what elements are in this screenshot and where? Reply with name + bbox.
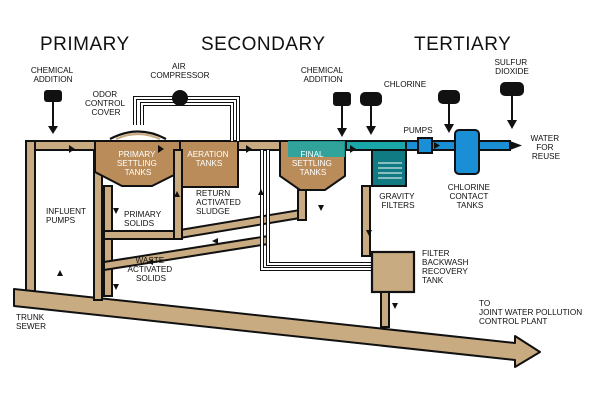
label-air-compressor: AIR COMPRESSOR (150, 62, 209, 80)
flow-arrow-down-icon (318, 205, 324, 211)
label-primary-solids: PRIMARY SOLIDS (124, 210, 163, 228)
flow-arrow-down-icon (113, 208, 119, 214)
pump-block (417, 137, 433, 154)
label-aeration-tanks: AERATION TANKS (187, 150, 231, 168)
flow-arrow-down-icon (366, 230, 372, 236)
label-primary-settling-tanks: PRIMARY SETTLING TANKS (117, 150, 159, 177)
label-sulfur-dioxide: SULFUR DIOXIDE (494, 58, 529, 76)
header-primary: PRIMARY (40, 34, 130, 55)
label-trunk-sewer: TRUNK SEWER (16, 313, 46, 331)
label-influent-pumps: INFLUENT PUMPS (46, 207, 88, 225)
flow-arrow-left-icon (147, 259, 153, 265)
final-settling-tank (279, 140, 346, 191)
label-waste-activated-solids: WASTE ACTIVATED SOLIDS (127, 256, 174, 283)
chlorine-contact-tank (454, 129, 480, 175)
flow-arrow-up-icon (174, 191, 180, 197)
flow-arrow-down-icon (392, 303, 398, 309)
backwash-line (260, 150, 372, 271)
label-water-for-reuse: WATER FOR REUSE (531, 134, 562, 161)
backwash-recovery-tank (370, 250, 416, 328)
water-for-reuse-arrow (510, 141, 522, 150)
label-odor-control-cover: ODOR CONTROL COVER (85, 90, 127, 117)
flow-arrow-right-icon (158, 145, 164, 153)
sulfur-dioxide-feed (500, 82, 524, 129)
label-return-activated-sludge: RETURN ACTIVATED SLUDGE (196, 189, 243, 216)
label-chemical-addition-2: CHEMICAL ADDITION (301, 66, 345, 84)
flow-arrow-up-icon (258, 189, 264, 195)
flow-arrows (57, 142, 440, 309)
final-tank-drain-pipe (297, 189, 307, 221)
flow-arrow-right-icon (350, 145, 356, 153)
label-pumps: PUMPS (403, 126, 433, 135)
label-to-joint-plant: TO JOINT WATER POLLUTION CONTROL PLANT (479, 299, 584, 326)
label-chlorine: CHLORINE (384, 80, 427, 89)
trunk-sewer-pipe (13, 288, 541, 368)
flow-arrow-right-icon (246, 145, 252, 153)
chlorine-feed-tertiary (438, 90, 460, 133)
header-secondary: SECONDARY (201, 34, 326, 55)
label-gravity-filters: GRAVITY FILTERS (379, 192, 416, 210)
label-chemical-addition-1: CHEMICAL ADDITION (31, 66, 75, 84)
filter-drain-pipe (361, 185, 371, 257)
label-chlorine-contact-tanks: CHLORINE CONTACT TANKS (448, 183, 493, 210)
label-filter-backwash-recovery-tank: FILTER BACKWASH RECOVERY TANK (422, 249, 471, 285)
chemical-feed-1 (44, 90, 62, 134)
chlorine-feed (360, 92, 382, 135)
flow-arrow-down-icon (113, 284, 119, 290)
primary-solids-pipe (103, 185, 113, 297)
gravity-filters (345, 140, 407, 187)
air-compressor-icon (172, 90, 188, 106)
chemical-feed-2 (333, 92, 351, 137)
flow-arrow-up-icon (57, 270, 63, 276)
primary-solids-connector (103, 230, 175, 240)
label-final-settling-tanks: FINAL SETTLING TANKS (292, 150, 334, 177)
header-tertiary: TERTIARY (414, 34, 511, 55)
flow-arrow-left-icon (212, 238, 218, 244)
air-line (133, 90, 240, 141)
flow-arrow-right-icon (69, 145, 75, 153)
flow-arrow-right-icon (434, 142, 440, 149)
